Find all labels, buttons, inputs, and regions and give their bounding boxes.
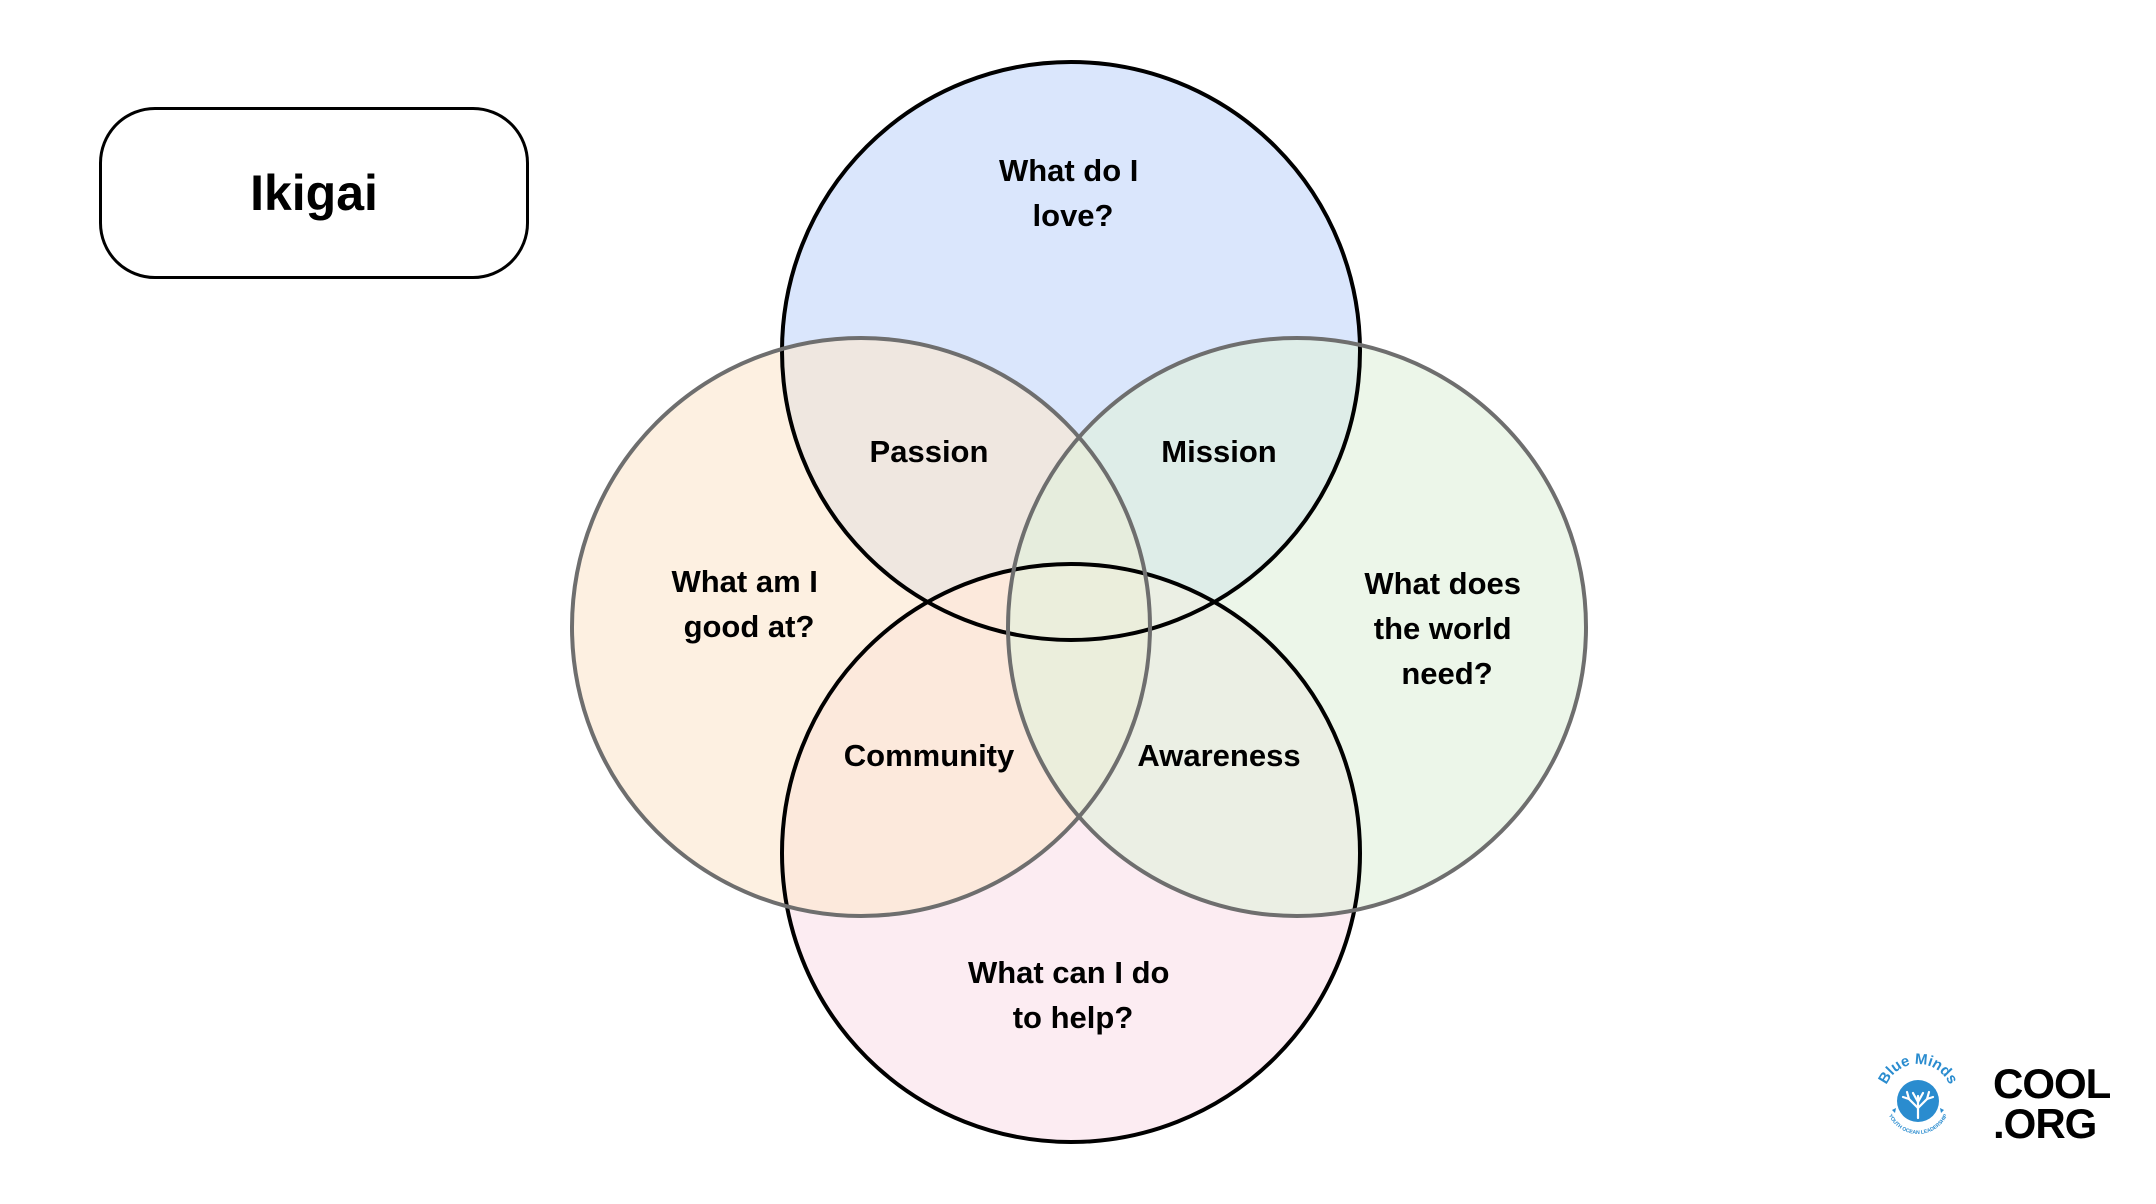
blue-minds-logo: Blue Minds YOUTH OCEAN LEADERSHIP bbox=[1872, 1051, 1964, 1144]
circle-good-outline bbox=[570, 336, 1152, 918]
circle-world bbox=[1008, 338, 1586, 916]
diagram-title: Ikigai bbox=[250, 165, 378, 221]
overlap-passion: Passion bbox=[870, 434, 989, 469]
label-help-line-2: to help? bbox=[1013, 1000, 1134, 1035]
label-love-line-2: love? bbox=[1033, 198, 1114, 233]
label-love-line-1: What do I bbox=[999, 153, 1138, 188]
label-help: What can I do to help? bbox=[968, 955, 1178, 1035]
label-help-line-1: What can I do bbox=[968, 955, 1170, 990]
label-love: What do I love? bbox=[999, 153, 1147, 233]
label-good-line-2: good at? bbox=[684, 609, 815, 644]
cool-org-line-1: COOL bbox=[1993, 1060, 2111, 1107]
circle-world-outline bbox=[1006, 336, 1588, 918]
title-box: Ikigai bbox=[99, 107, 529, 279]
overlap-community: Community bbox=[844, 738, 1015, 773]
label-good-line-1: What am I bbox=[671, 564, 817, 599]
blue-minds-emblem-icon: Blue Minds YOUTH OCEAN LEADERSHIP bbox=[1874, 1051, 1962, 1142]
circle-good bbox=[572, 338, 1150, 916]
label-good: What am I good at? bbox=[671, 564, 826, 644]
label-world-line-3: need? bbox=[1401, 656, 1492, 691]
label-world-line-2: the world bbox=[1374, 611, 1512, 646]
overlap-mission: Mission bbox=[1161, 434, 1276, 469]
label-world: What does the world need? bbox=[1364, 566, 1529, 691]
label-world-line-1: What does bbox=[1364, 566, 1521, 601]
cool-org-logo: COOL .ORG bbox=[1993, 1060, 2111, 1148]
overlap-awareness: Awareness bbox=[1137, 738, 1300, 773]
circle-help-outline bbox=[780, 562, 1362, 1144]
cool-org-line-2: .ORG bbox=[1993, 1100, 2097, 1147]
